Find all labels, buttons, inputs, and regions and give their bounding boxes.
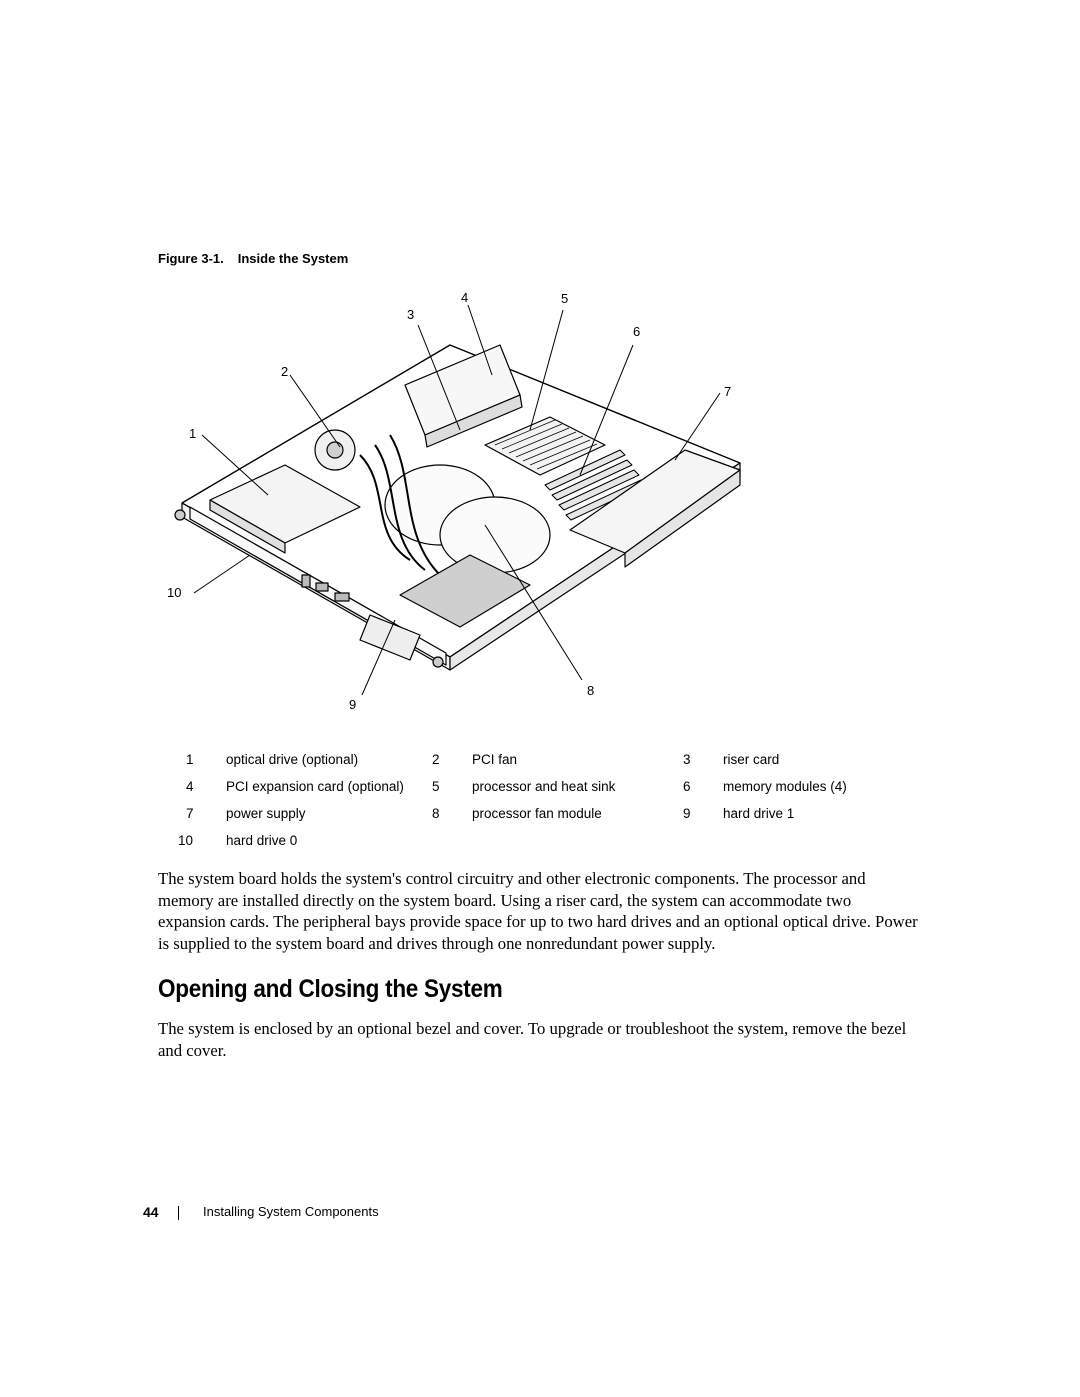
legend-row: 1 optical drive (optional) 2 PCI fan 3 r… [178, 746, 847, 773]
footer-divider [178, 1206, 179, 1220]
legend-num: 7 [186, 806, 194, 821]
hard-drive-shape [399, 554, 531, 628]
legend-num: 4 [186, 779, 194, 794]
callout-1: 1 [189, 426, 197, 441]
riser-card-shape [424, 394, 523, 448]
callout-9: 9 [349, 697, 357, 712]
figure-caption: Figure 3-1. Inside the System [158, 251, 348, 266]
legend-row: 10 hard drive 0 [178, 827, 847, 854]
callout-6: 6 [633, 324, 641, 339]
figure-legend: 1 optical drive (optional) 2 PCI fan 3 r… [178, 746, 847, 854]
legend-num: 2 [432, 752, 440, 767]
legend-label: hard drive 1 [723, 806, 795, 821]
legend-label: processor and heat sink [472, 779, 616, 794]
legend-num: 6 [683, 779, 691, 794]
legend-num: 9 [683, 806, 691, 821]
callout-5: 5 [561, 291, 569, 306]
section-heading: Opening and Closing the System [158, 975, 503, 1003]
callout-10: 10 [167, 585, 182, 600]
figure-label: Figure 3-1. [158, 251, 224, 266]
figure-title: Inside the System [237, 251, 349, 266]
legend-label: riser card [723, 752, 780, 767]
page-number: 44 [143, 1204, 159, 1220]
callout-2: 2 [281, 364, 289, 379]
intro-paragraph: The system board holds the system's cont… [158, 869, 918, 953]
legend-label: PCI fan [472, 752, 518, 767]
hard-drive-0-panel [359, 614, 421, 661]
legend-num: 3 [683, 752, 691, 767]
callout-3: 3 [407, 307, 415, 322]
chapter-title: Installing System Components [203, 1204, 379, 1219]
legend-row: 7 power supply 8 processor fan module 9 … [178, 800, 847, 827]
callout-7: 7 [724, 384, 732, 399]
legend-label: processor fan module [472, 806, 602, 821]
legend-label: power supply [226, 806, 306, 821]
legend-label: PCI expansion card (optional) [226, 779, 404, 794]
legend-num: 1 [186, 752, 194, 767]
opening-paragraph: The system is enclosed by an optional be… [158, 1019, 907, 1060]
callout-8: 8 [587, 683, 595, 698]
legend-num: 8 [432, 806, 440, 821]
legend-label: memory modules (4) [723, 779, 847, 794]
legend-row: 4 PCI expansion card (optional) 5 proces… [178, 773, 847, 800]
legend-label: hard drive 0 [226, 833, 298, 848]
system-diagram: 1 2 3 4 5 6 7 8 9 10 [150, 285, 910, 715]
callout-4: 4 [461, 290, 469, 305]
legend-num: 5 [432, 779, 440, 794]
heat-sink-shape [484, 416, 606, 476]
legend-label: optical drive (optional) [226, 752, 359, 767]
memory-modules-shape [544, 449, 647, 521]
legend-num: 10 [178, 833, 194, 848]
system-illustration [174, 304, 741, 696]
